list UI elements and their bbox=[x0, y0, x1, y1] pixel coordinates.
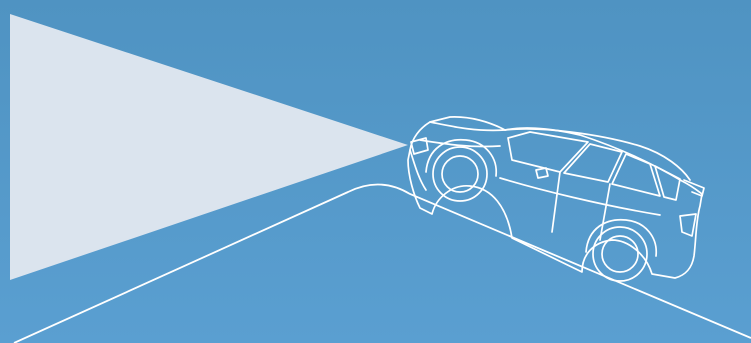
illustration-canvas bbox=[0, 0, 751, 343]
headlight-illustration bbox=[0, 0, 751, 343]
